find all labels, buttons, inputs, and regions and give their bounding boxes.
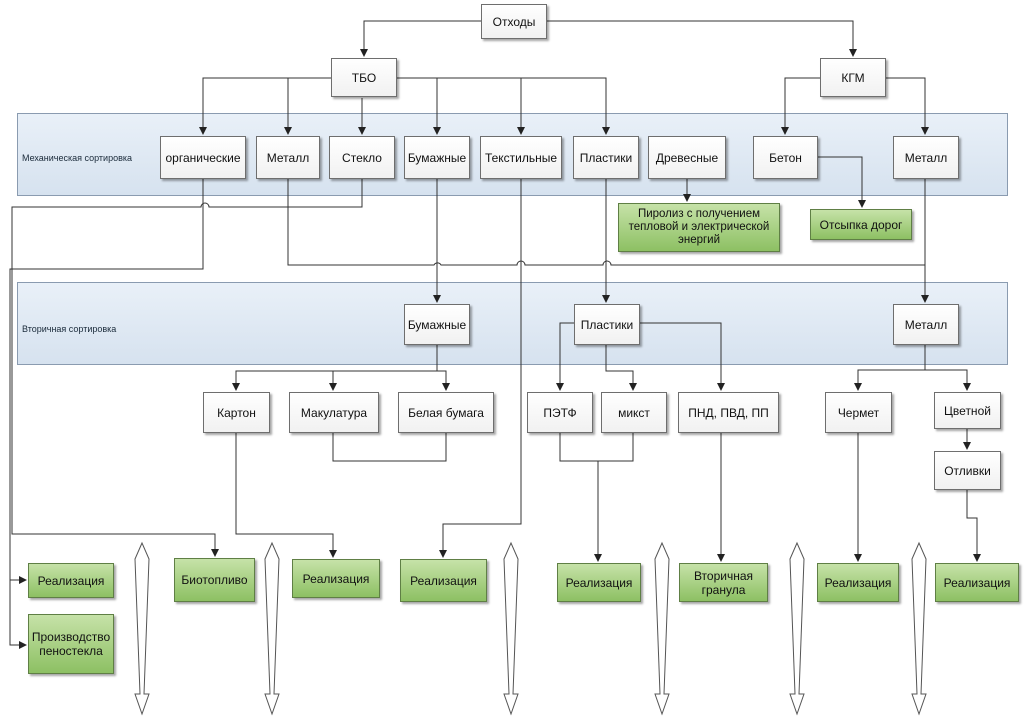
node-biofuel[interactable]: Биотопливо xyxy=(174,558,255,602)
connector xyxy=(556,322,574,391)
node-organic[interactable]: органические xyxy=(160,136,246,179)
connector xyxy=(11,179,363,557)
connector xyxy=(9,179,204,584)
connector xyxy=(925,369,971,391)
connector xyxy=(781,77,820,135)
node-metal-1[interactable]: Металл xyxy=(256,136,320,179)
connector xyxy=(397,77,610,135)
connector xyxy=(199,77,331,135)
node-realization-2[interactable]: Реализация xyxy=(292,559,380,598)
node-foam-glass[interactable]: Производство пеностекла xyxy=(28,614,114,674)
node-pnd-pvd-pp[interactable]: ПНД, ПВД, ПП xyxy=(678,392,779,433)
spike-marker xyxy=(264,541,280,716)
connector xyxy=(9,580,27,649)
node-wood[interactable]: Древесные xyxy=(648,136,726,179)
node-paper-1[interactable]: Бумажные xyxy=(404,136,470,179)
node-plastic-1[interactable]: Пластики xyxy=(573,136,639,179)
connector xyxy=(886,77,929,135)
node-waste[interactable]: Отходы xyxy=(481,4,547,39)
connector xyxy=(439,179,522,558)
node-realization-1[interactable]: Реализация xyxy=(28,563,114,598)
node-mix[interactable]: микст xyxy=(601,392,667,433)
node-makulatura[interactable]: Макулатура xyxy=(289,392,379,433)
spike-marker xyxy=(503,541,519,716)
connector xyxy=(605,345,637,391)
connector xyxy=(818,156,866,208)
spike-marker xyxy=(134,541,150,716)
node-karton[interactable]: Картон xyxy=(203,392,270,433)
mechanical-sorting-label: Механическая сортировка xyxy=(22,153,133,163)
connector xyxy=(332,433,447,462)
connector xyxy=(437,370,450,391)
node-realization-6[interactable]: Реализация xyxy=(935,563,1019,602)
spike-marker xyxy=(654,541,670,716)
node-white-paper[interactable]: Белая бумага xyxy=(398,392,494,433)
node-textile[interactable]: Текстильные xyxy=(480,136,562,179)
node-petf[interactable]: ПЭТФ xyxy=(527,392,593,433)
node-pyrolysis[interactable]: Пиролиз с получением тепловой и электрич… xyxy=(618,203,780,252)
node-paper-2[interactable]: Бумажные xyxy=(404,304,470,345)
connector xyxy=(235,433,337,558)
spike-marker xyxy=(789,541,805,716)
node-kgm[interactable]: КГМ xyxy=(820,58,886,97)
connector xyxy=(640,322,725,391)
connector xyxy=(232,345,438,391)
node-realization-4[interactable]: Реализация xyxy=(557,563,641,602)
node-metal-2[interactable]: Металл xyxy=(893,136,959,179)
node-road-fill[interactable]: Отсыпка дорог xyxy=(810,209,912,240)
connector xyxy=(360,20,481,57)
spike-marker xyxy=(911,541,927,716)
connector xyxy=(547,20,857,57)
node-realization-3[interactable]: Реализация xyxy=(400,559,487,602)
node-metal-3[interactable]: Металл xyxy=(893,304,959,345)
connector xyxy=(966,490,981,562)
node-tbo[interactable]: ТБО xyxy=(331,58,397,97)
node-concrete[interactable]: Бетон xyxy=(753,136,818,179)
node-otlivki[interactable]: Отливки xyxy=(934,451,1001,490)
node-secondary-granule[interactable]: Вторичная гранула xyxy=(679,563,768,602)
connector xyxy=(559,433,634,462)
node-glass[interactable]: Стекло xyxy=(329,136,395,179)
node-plastic-2[interactable]: Пластики xyxy=(574,304,640,345)
secondary-sorting-band xyxy=(17,282,1008,365)
secondary-sorting-label: Вторичная сортировка xyxy=(22,324,117,334)
connector xyxy=(854,345,926,391)
node-realization-5[interactable]: Реализация xyxy=(817,563,899,602)
node-chermet[interactable]: Чермет xyxy=(825,392,892,433)
node-tsvetnoy[interactable]: Цветной xyxy=(934,392,1001,429)
